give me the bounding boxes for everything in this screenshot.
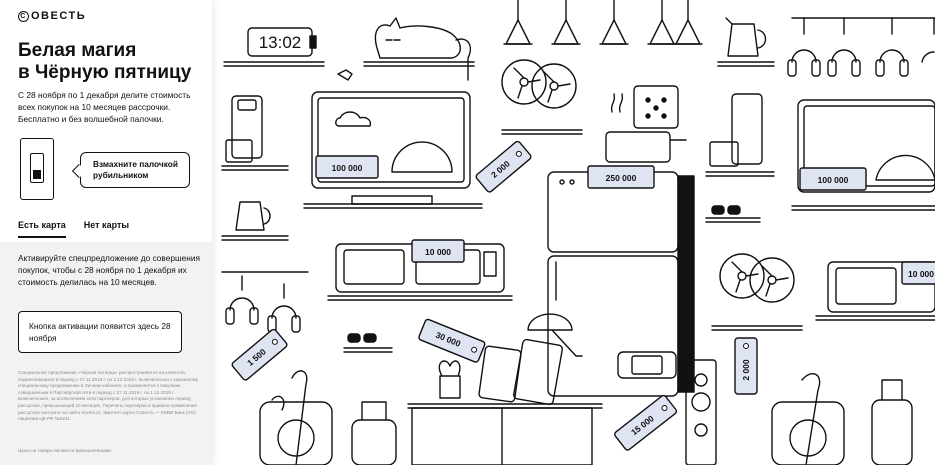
page-title: Белая магия в Чёрную пятницу bbox=[18, 40, 192, 83]
price-labels: 100 000 100 000 250 000 10 000 10 000 bbox=[315, 155, 935, 285]
microwave-left bbox=[327, 243, 513, 301]
fridge bbox=[547, 171, 695, 397]
magic-switch[interactable] bbox=[20, 138, 54, 200]
game-console bbox=[617, 351, 717, 465]
coffee-maker-right bbox=[705, 93, 775, 223]
ceiling-lamps bbox=[503, 0, 703, 45]
toaster-robot bbox=[605, 85, 687, 163]
kettle bbox=[717, 17, 775, 67]
appliance-scene: 100 000 100 000 250 000 10 000 10 000 2 … bbox=[221, 0, 935, 465]
floor-items bbox=[259, 370, 913, 465]
tv-price: 100 000 bbox=[332, 163, 363, 173]
brand-logo[interactable]: С ОВЕСТЬ bbox=[18, 10, 86, 22]
tv2-price: 100 000 bbox=[818, 175, 849, 185]
sunglasses bbox=[343, 333, 393, 353]
brand-name: ОВЕСТЬ bbox=[31, 10, 87, 22]
clock-shelf bbox=[223, 27, 325, 67]
clock-display: 13:02 bbox=[259, 33, 302, 52]
headphones-rack bbox=[787, 17, 935, 77]
activate-text: Активируйте спецпредложение до совершени… bbox=[18, 253, 200, 287]
microwave-price: 10 000 bbox=[425, 247, 451, 257]
fridge-price: 250 000 bbox=[606, 173, 637, 183]
tab-no-card[interactable]: Нет карты bbox=[83, 220, 130, 230]
sidebar-lower-panel bbox=[0, 242, 212, 465]
cat-shelf bbox=[337, 17, 475, 81]
sidebar: С ОВЕСТЬ Белая магия в Чёрную пятницу С … bbox=[0, 0, 212, 465]
tv-left bbox=[303, 91, 483, 209]
switch-hint-bubble: Взмахните палочкой рубильником bbox=[80, 152, 190, 188]
legal-text: Специальное предложение «Черная пятница»… bbox=[18, 370, 199, 422]
hanging-tags: 2 000 1 500 30 000 2 000 15 000 bbox=[231, 140, 758, 451]
logo-circle-icon: С bbox=[18, 10, 29, 22]
headphones-left bbox=[221, 271, 309, 333]
fans bbox=[501, 59, 803, 331]
microwave2-price: 10 000 bbox=[908, 269, 934, 279]
card-tabs: Есть карта Нет карты bbox=[18, 220, 129, 238]
activation-notice: Кнопка активации появится здесь 28 ноябр… bbox=[18, 311, 182, 353]
intro-text: С 28 ноября по 1 декабря делите стоимост… bbox=[18, 90, 191, 124]
tag-2000b: 2 000 bbox=[741, 359, 751, 381]
lamp-and-phones bbox=[407, 313, 603, 465]
appliance-shelf-left bbox=[221, 95, 289, 171]
tab-has-card[interactable]: Есть карта bbox=[18, 220, 66, 238]
switch-lever-icon[interactable] bbox=[30, 153, 44, 183]
kettle-left bbox=[221, 201, 289, 241]
tv-right bbox=[791, 99, 935, 211]
microwave-right bbox=[815, 261, 935, 321]
legal-footer: Цены на товары являются вымышленными bbox=[18, 448, 111, 453]
